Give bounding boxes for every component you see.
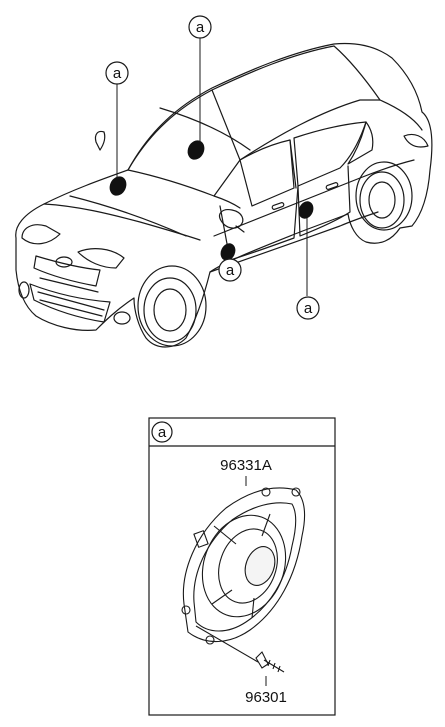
speaker-cone-inner <box>218 528 278 604</box>
speaker-marker-dash-center <box>187 140 205 160</box>
speaker-dust-cap <box>244 546 276 586</box>
lower-grille <box>29 283 111 323</box>
speaker-frame-inner <box>193 502 297 632</box>
windshield-top <box>159 107 251 151</box>
trunk-line <box>379 99 423 131</box>
part-number-speaker: 96331A <box>220 457 272 474</box>
front-wheel-tire <box>143 277 197 343</box>
side-mirror <box>219 209 244 229</box>
speaker-marker-rear-door <box>298 201 314 219</box>
speaker-marker-dash-left <box>109 176 127 196</box>
detail-box: a 96331A 96301 <box>148 417 336 716</box>
mount-hole <box>181 605 191 615</box>
speaker-frame <box>182 487 306 643</box>
left-headlight <box>21 224 61 245</box>
callout-bottom-center: a <box>218 258 242 282</box>
speaker-basket-rib <box>251 597 255 619</box>
callout-top-left: a <box>105 61 129 85</box>
callout-letter: a <box>196 19 205 36</box>
front-wheel-rim <box>153 288 187 332</box>
rear-door <box>297 165 351 237</box>
mount-hole <box>205 635 215 645</box>
fog-light-right <box>113 311 131 325</box>
callout-letter: a <box>226 262 235 279</box>
screw-thread <box>277 665 281 673</box>
callout-letter: a <box>113 65 122 82</box>
speaker-basket-rib <box>213 525 237 545</box>
front-door-handle <box>271 202 285 210</box>
detail-box-header-letter: a <box>158 424 167 441</box>
screw-thread <box>272 662 276 670</box>
detail-box-header-circle <box>151 421 173 443</box>
screw-illustration <box>195 625 285 673</box>
speaker-basket-rib <box>211 589 233 605</box>
rear-door-handle <box>325 182 339 190</box>
rear-quarter-window <box>347 121 374 165</box>
car-body-outline <box>15 42 433 348</box>
grille-slat <box>39 299 103 317</box>
screw-pointer-line <box>195 625 259 663</box>
part-number-screw: 96301 <box>245 689 287 706</box>
leader-lines <box>116 38 308 296</box>
callout-letter: a <box>304 300 313 317</box>
speaker-basket-rib <box>261 513 271 537</box>
b-pillar <box>289 139 297 189</box>
callout-right: a <box>296 296 320 320</box>
car-illustration <box>15 42 433 348</box>
grille-slat <box>37 291 105 311</box>
upper-grille <box>33 255 101 287</box>
mount-hole <box>261 487 271 497</box>
speaker-cone <box>201 514 287 618</box>
right-headlight <box>77 248 125 269</box>
speaker-markers <box>109 140 314 261</box>
tail-light <box>403 133 429 148</box>
speaker-terminal <box>193 530 209 548</box>
front-emblem <box>55 256 73 268</box>
roof-line <box>211 45 381 101</box>
fog-light-left <box>18 281 30 299</box>
hood-line <box>43 203 201 241</box>
callout-top-center: a <box>188 15 212 39</box>
detail-box-frame <box>148 417 336 716</box>
screw-thread <box>267 659 271 667</box>
roof-edge <box>239 99 381 161</box>
rear-wheel-rim <box>368 181 396 219</box>
hood-crease <box>69 195 187 237</box>
side-character-line <box>213 159 415 237</box>
front-side-window <box>239 139 295 207</box>
plate-area <box>39 277 99 293</box>
speaker-illustration <box>181 487 306 645</box>
mirror-stem <box>235 225 245 233</box>
mount-hole <box>291 487 301 497</box>
speaker-marker-front-door <box>220 243 236 261</box>
roof-antenna <box>94 130 106 151</box>
rear-side-window <box>293 121 367 187</box>
screw-head <box>255 651 269 669</box>
windshield-bottom <box>127 169 241 209</box>
front-wheel-arch <box>137 265 207 347</box>
rear-wheel-tire <box>359 171 405 229</box>
rear-wheel-arch <box>355 161 413 231</box>
